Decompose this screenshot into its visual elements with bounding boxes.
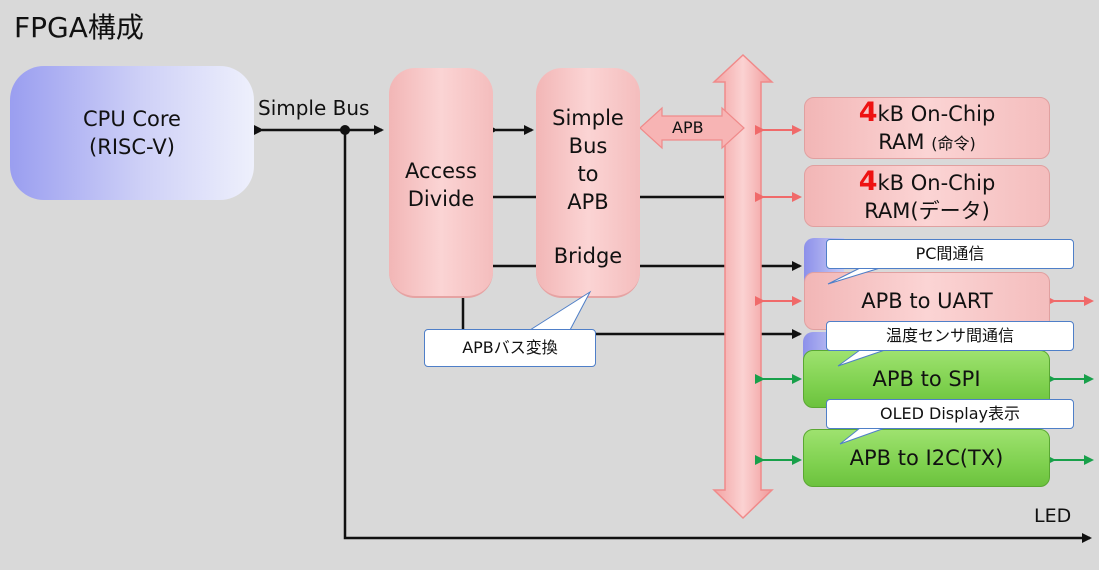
- ram2-size: 4: [858, 165, 878, 197]
- spi-label: APB to SPI: [872, 367, 981, 391]
- uart-callout-tail: [827, 267, 881, 285]
- ram1-label: kB On-Chip: [877, 101, 996, 126]
- i2c-callout-tail: [839, 427, 886, 445]
- access-label-2: Divide: [407, 187, 475, 211]
- access-label-1: Access: [405, 159, 477, 183]
- apb-conversion-callout: APBバス変換: [424, 329, 596, 367]
- led-line: [343, 130, 1092, 543]
- ram1-line2-note: (命令): [931, 133, 976, 153]
- ram2-line2: RAM(データ): [864, 198, 990, 223]
- ram1-line2: RAM: [878, 129, 932, 154]
- i2c-block: APB to I2C(TX): [803, 429, 1050, 487]
- simple-bus-label: Simple Bus: [258, 96, 370, 120]
- ram-instruction-block: 4kB On-Chip RAM (命令): [804, 97, 1050, 159]
- apb-label: APB: [672, 118, 704, 137]
- bridge-label-5: Bridge: [553, 244, 623, 268]
- access-divide-block: Access Divide: [389, 68, 493, 298]
- cpu-label: CPU Core: [83, 107, 181, 131]
- apb-callout-tail: [528, 290, 592, 331]
- bridge-block: Simple Bus to APB Bridge: [536, 68, 640, 298]
- i2c-callout: OLED Display表示: [826, 399, 1074, 429]
- ram-data-block: 4kB On-Chip RAM(データ): [804, 165, 1050, 227]
- ram1-size: 4: [858, 96, 878, 128]
- uart-label: APB to UART: [861, 289, 993, 313]
- cpu-sublabel: (RISC-V): [89, 135, 175, 159]
- cpu-core-block: CPU Core (RISC-V): [10, 66, 254, 200]
- bridge-label-2: Bus: [568, 134, 608, 158]
- page-title: FPGA構成: [14, 11, 144, 44]
- apb-horizontal-arrow: [639, 106, 745, 150]
- spi-callout: 温度センサ間通信: [826, 321, 1074, 351]
- uart-block: APB to UART: [804, 272, 1050, 330]
- led-label: LED: [1034, 505, 1072, 527]
- i2c-label: APB to I2C(TX): [849, 446, 1004, 470]
- ram2-label: kB On-Chip: [877, 170, 996, 195]
- spi-callout-tail: [837, 349, 886, 367]
- bridge-label-1: Simple: [552, 106, 624, 130]
- apb-bus-arrow: [712, 53, 774, 520]
- bridge-label-4: APB: [567, 190, 609, 214]
- bridge-label-3: to: [577, 162, 599, 186]
- uart-callout: PC間通信: [826, 239, 1074, 269]
